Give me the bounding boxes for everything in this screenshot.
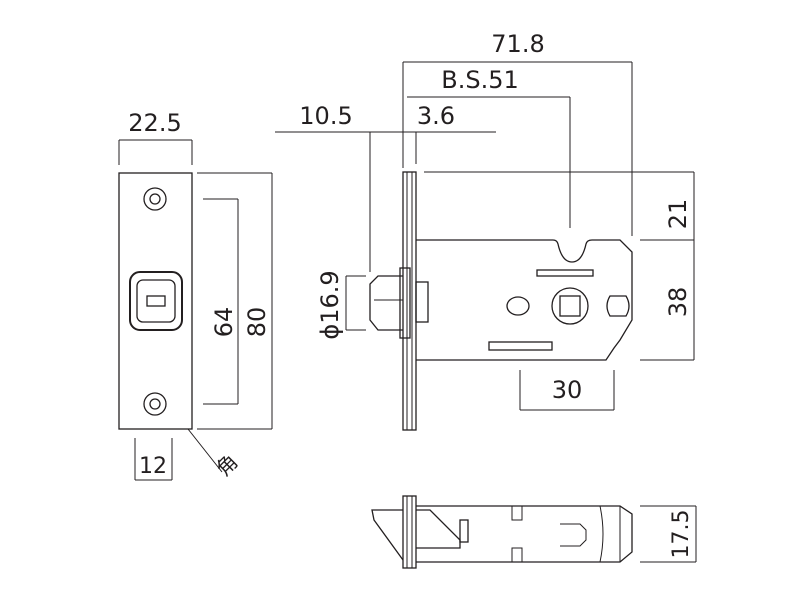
faceplate-depth-label: 12 <box>139 454 167 479</box>
latch-opening-outer <box>129 271 183 331</box>
lock-case-side-view <box>369 171 633 431</box>
latch-bolt <box>369 275 403 331</box>
latch-diameter-dimension: ϕ16.9 <box>316 270 366 340</box>
faceplate-height-label: 80 <box>243 307 271 338</box>
lower-slot <box>488 341 553 351</box>
faceplate-width-dimension: 22.5 <box>118 109 193 165</box>
faceplate-front-view <box>118 172 193 430</box>
top-latch-wedge <box>371 509 404 561</box>
latch-tail <box>415 281 429 323</box>
case-offset-label: 21 <box>664 199 692 230</box>
body-thickness-dimension: 17.5 <box>640 505 697 563</box>
hole-pitch-label: 64 <box>210 307 238 338</box>
backset-label: B.S.51 <box>441 66 519 94</box>
latch-slot <box>146 295 166 307</box>
case-depth-dimension: 30 <box>519 370 615 411</box>
body-thickness-label: 17.5 <box>669 510 694 559</box>
overall-length-label: 71.8 <box>491 30 544 58</box>
hole-pitch-dimension: 64 <box>203 198 239 405</box>
top-bracket <box>459 519 469 543</box>
latch-projection-label: 10.5 <box>299 102 352 130</box>
faceplate-thickness-label: 3.6 <box>417 102 455 130</box>
faceplate-depth-dimension: 12 <box>134 438 173 481</box>
oval-hole <box>506 296 530 316</box>
faceplate-height-dimension: 80 <box>197 172 273 430</box>
bottom-screw-hole-inner <box>149 398 161 410</box>
faceplate-outline <box>118 172 193 430</box>
spindle-square <box>559 295 581 317</box>
top-screw-hole-inner <box>149 193 161 205</box>
latch-opening-inner <box>136 279 176 323</box>
case-outline <box>416 239 633 361</box>
corner-note: 角 <box>187 428 243 481</box>
top-faceplate <box>402 495 417 569</box>
spindle-hub <box>551 287 589 325</box>
case-vertical-dimensions: 21 38 <box>424 171 695 361</box>
projection-dimensions: 10.5 3.6 <box>275 102 496 272</box>
case-height-label: 38 <box>664 287 692 318</box>
latch-collar <box>399 267 411 339</box>
lock-top-view <box>371 495 633 569</box>
upper-slot <box>536 269 594 277</box>
faceplate-width-label: 22.5 <box>128 109 181 137</box>
top-screw-hole <box>143 187 167 211</box>
latch-diameter-label: ϕ16.9 <box>316 270 344 339</box>
mount-hole <box>606 295 630 317</box>
corner-note-label: 角 <box>211 449 242 480</box>
overall-length-dimension: 71.8 <box>402 30 633 236</box>
bottom-screw-hole <box>143 392 167 416</box>
top-case-body <box>416 505 633 563</box>
case-depth-label: 30 <box>552 376 583 404</box>
backset-dimension: B.S.51 <box>407 66 571 228</box>
